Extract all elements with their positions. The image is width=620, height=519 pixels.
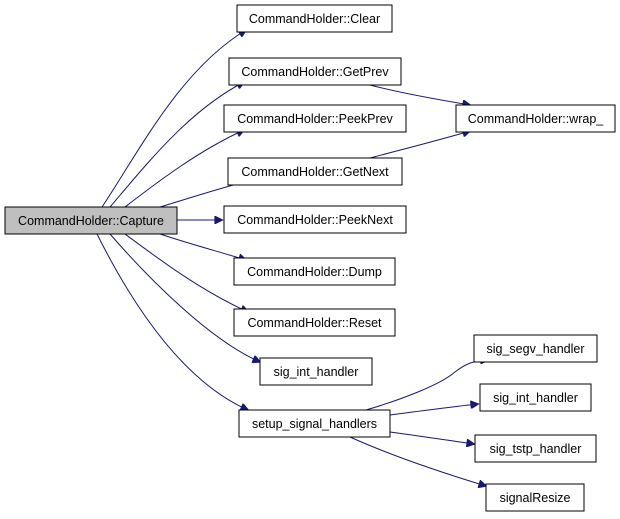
edge-capture-to-sig_int_handler	[109, 233, 260, 362]
node-peek-next[interactable]: CommandHolder::PeekNext	[223, 205, 407, 234]
node-box	[485, 483, 585, 512]
node-sig-int-handler-2[interactable]: sig_int_handler	[479, 383, 592, 412]
edge-setup_signal_handlers-to-signal_resize	[349, 436, 486, 486]
node-sig-segv-handler[interactable]: sig_segv_handler	[473, 334, 598, 363]
edge-capture-to-clear	[101, 30, 246, 208]
node-box	[474, 434, 597, 463]
node-box	[259, 357, 373, 386]
edge-setup_signal_handlers-to-sig_tstp_handler	[389, 431, 474, 444]
node-box	[236, 4, 393, 33]
node-label: signalResize	[500, 491, 571, 505]
node-setup-signal-handlers[interactable]: setup_signal_handlers	[238, 409, 391, 438]
node-label: sig_segv_handler	[487, 342, 585, 356]
node-peek-prev[interactable]: CommandHolder::PeekPrev	[223, 104, 407, 133]
node-label: CommandHolder::Clear	[249, 12, 380, 26]
edge-capture-to-setup_signal_handlers	[96, 233, 248, 410]
node-label: setup_signal_handlers	[252, 417, 377, 431]
node-label: CommandHolder::wrap_	[468, 112, 605, 126]
node-box	[223, 104, 407, 133]
node-label: CommandHolder::PeekPrev	[237, 112, 393, 126]
node-box	[233, 308, 396, 337]
node-box	[473, 334, 598, 363]
node-sig-int-handler[interactable]: sig_int_handler	[259, 357, 373, 386]
node-box	[4, 206, 178, 235]
node-label: CommandHolder::GetPrev	[241, 65, 389, 79]
node-sig-tstp-handler[interactable]: sig_tstp_handler	[474, 434, 597, 463]
edge-get_next-to-wrap	[369, 131, 470, 159]
node-get-next[interactable]: CommandHolder::GetNext	[227, 157, 403, 186]
edge-setup_signal_handlers-to-sig_int_handler_2	[389, 404, 478, 416]
edge-capture-to-dump	[159, 233, 246, 260]
node-label: CommandHolder::GetNext	[241, 165, 389, 179]
node-label: sig_int_handler	[493, 391, 578, 405]
node-label: sig_int_handler	[274, 365, 359, 379]
node-box	[223, 205, 407, 234]
node-reset[interactable]: CommandHolder::Reset	[233, 308, 396, 337]
node-label: CommandHolder::Capture	[18, 214, 164, 228]
node-box	[238, 409, 391, 438]
node-clear[interactable]: CommandHolder::Clear	[236, 4, 393, 33]
node-box	[227, 157, 403, 186]
node-label: CommandHolder::Dump	[247, 265, 382, 279]
edge-get_prev-to-wrap	[369, 84, 470, 105]
node-label: sig_tstp_handler	[490, 442, 582, 456]
nodes-layer: CommandHolder::Capture CommandHolder::Cle…	[4, 4, 616, 512]
node-capture[interactable]: CommandHolder::Capture	[4, 206, 178, 235]
edge-capture-to-reset	[124, 233, 248, 312]
node-label: CommandHolder::Reset	[247, 316, 382, 330]
edge-setup_signal_handlers-to-sig_segv_handler	[365, 360, 488, 411]
node-box	[228, 57, 402, 86]
edge-capture-to-get_prev	[109, 82, 244, 208]
node-box	[233, 257, 396, 286]
node-box	[455, 104, 616, 133]
edge-capture-to-peek_prev	[124, 130, 244, 208]
node-label: CommandHolder::PeekNext	[237, 213, 393, 227]
node-wrap[interactable]: CommandHolder::wrap_	[455, 104, 616, 133]
node-get-prev[interactable]: CommandHolder::GetPrev	[228, 57, 402, 86]
node-signal-resize[interactable]: signalResize	[485, 483, 585, 512]
node-dump[interactable]: CommandHolder::Dump	[233, 257, 396, 286]
node-box	[479, 383, 592, 412]
edges-layer	[96, 30, 488, 486]
